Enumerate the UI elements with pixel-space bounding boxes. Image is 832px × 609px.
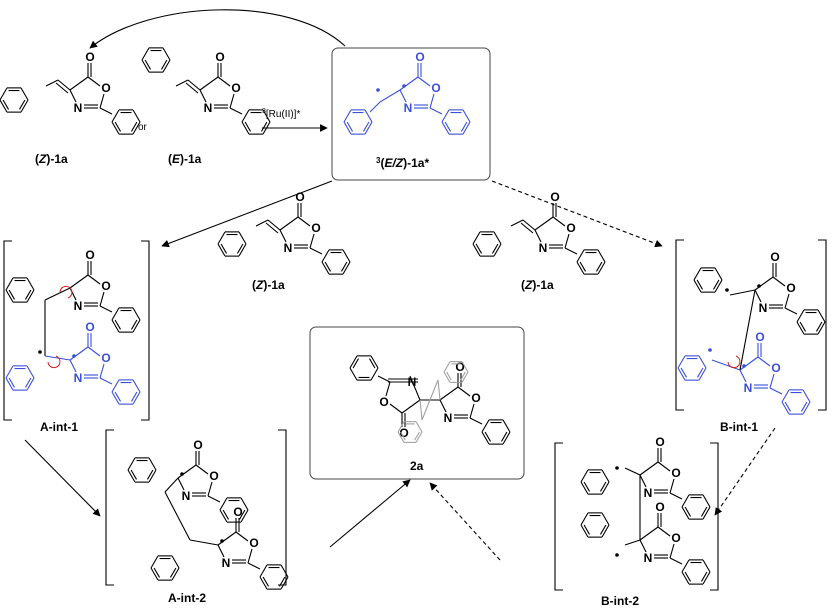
a1-bottom-ring: O O N — [69, 320, 141, 405]
label-b-int-1: B-int-1 — [720, 420, 758, 434]
svg-text:O: O — [566, 221, 575, 235]
svg-text:O: O — [249, 536, 258, 550]
svg-text:O: O — [770, 250, 779, 264]
label-e-1a: (E)-1a — [168, 152, 202, 166]
arrow-to-a-int-1 — [161, 180, 333, 248]
z-1a-left-structure: O O N — [217, 190, 351, 275]
svg-text:O: O — [671, 466, 680, 480]
svg-text:O: O — [215, 50, 224, 64]
arrow-a2-to-product — [329, 479, 411, 548]
a2-top-ring: O O N — [177, 438, 249, 523]
svg-text:O: O — [786, 281, 795, 295]
e-1a-structure: O O N — [141, 47, 271, 135]
svg-text:O: O — [399, 426, 408, 440]
svg-text:O: O — [231, 81, 240, 95]
svg-text:O: O — [101, 279, 110, 293]
svg-text:N: N — [74, 371, 83, 385]
svg-text:O: O — [655, 435, 664, 449]
svg-text:N: N — [644, 551, 653, 565]
a1-top-ring: OON — [69, 248, 141, 333]
svg-text:N: N — [222, 556, 231, 570]
excited-state-box — [331, 47, 491, 181]
svg-text:O: O — [85, 248, 94, 262]
z-1a-left-structure-ring: O O N — [279, 190, 351, 275]
excited-ring: O O N — [399, 50, 471, 135]
svg-text:N: N — [204, 101, 213, 115]
z-1a-structure: O O N — [0, 50, 141, 135]
arrow-b1-to-b2 — [714, 427, 776, 516]
svg-text:O: O — [209, 469, 218, 483]
svg-text:O: O — [755, 330, 764, 344]
svg-text:N: N — [408, 375, 417, 389]
svg-text:O: O — [431, 81, 440, 95]
svg-text:O: O — [455, 360, 464, 374]
label-excited-1a: 3(E/Z)-1a* — [376, 156, 429, 170]
b1-top-ring: O O N — [754, 250, 826, 335]
svg-text:N: N — [744, 381, 753, 395]
svg-text:O: O — [233, 505, 242, 519]
svg-text:N: N — [444, 411, 453, 425]
a2-bottom-ring: O O N — [217, 505, 289, 590]
or-text: or — [138, 122, 148, 133]
z-1a-structure-ring: O O N — [69, 50, 141, 135]
svg-text:O: O — [311, 221, 320, 235]
e-1a-structure-ring: O O N — [199, 50, 271, 135]
svg-text:N: N — [284, 241, 293, 255]
svg-text:O: O — [85, 320, 94, 334]
svg-text:O: O — [85, 50, 94, 64]
svg-text:N: N — [539, 241, 548, 255]
svg-text:O: O — [671, 531, 680, 545]
b2-top-ring: OON — [639, 435, 711, 520]
a-int-2-structure: O O N O O N — [127, 438, 289, 590]
molecule-structures: OONOONOONOONOONOONOONOONOONOONOONOONOONO… — [0, 47, 826, 590]
svg-text:N: N — [404, 101, 413, 115]
label-z-1a: (Z)-1a — [35, 152, 68, 166]
svg-text:O: O — [101, 81, 110, 95]
svg-text:O: O — [471, 391, 480, 405]
label-b-int-2: B-int-2 — [601, 594, 639, 608]
excited-1a-structure: O O N — [343, 50, 471, 135]
z-1a-right-structure: O O N — [472, 190, 606, 275]
arrow-b2-to-product — [429, 482, 501, 561]
svg-text:O: O — [295, 190, 304, 204]
brackets — [3, 239, 827, 591]
arrow-a1-to-a2 — [24, 439, 101, 517]
2a-right-ring: O O N — [439, 360, 511, 445]
label-a-int-1: A-int-1 — [40, 420, 78, 434]
svg-text:O: O — [771, 361, 780, 375]
2a-left-ring: O O N — [349, 355, 421, 440]
2a-structure: O O N O O N — [349, 355, 511, 445]
z-1a-right-structure-ring: O O N — [534, 190, 606, 275]
svg-text:O: O — [415, 50, 424, 64]
svg-text:N: N — [74, 101, 83, 115]
b1-bottom-ring: O O N — [739, 330, 811, 415]
svg-text:N: N — [74, 299, 83, 313]
svg-text:O: O — [379, 395, 388, 409]
svg-text:N: N — [759, 301, 768, 315]
label-z-1a-left: (Z)-1a — [252, 278, 285, 292]
arrow-to-b-int-1 — [491, 180, 663, 248]
product-box — [309, 326, 525, 480]
svg-text:N: N — [182, 489, 191, 503]
label-a-int-2: A-int-2 — [168, 591, 206, 605]
label-2a: 2a — [410, 459, 424, 473]
svg-text:O: O — [655, 500, 664, 514]
b-int-1-structure: O O N O O N — [677, 250, 826, 415]
svg-text:O: O — [193, 438, 202, 452]
svg-text:O: O — [550, 190, 559, 204]
arrow-back-to-z1a — [89, 9, 346, 49]
b2-bottom-ring: O O N — [639, 500, 711, 585]
label-z-1a-right: (Z)-1a — [521, 278, 554, 292]
svg-text:N: N — [644, 486, 653, 500]
svg-text:O: O — [101, 351, 110, 365]
